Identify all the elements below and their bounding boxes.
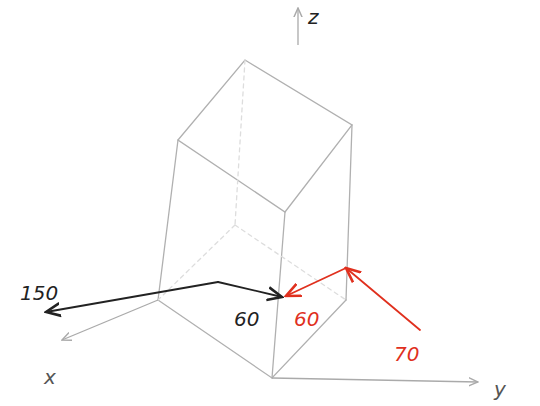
force-value: 60 bbox=[232, 308, 261, 330]
force-value: 70 bbox=[392, 343, 421, 365]
axes bbox=[62, 8, 478, 382]
force-value: 150 bbox=[18, 282, 60, 304]
cube bbox=[158, 60, 352, 378]
axis-label: y bbox=[492, 378, 508, 400]
force-value: 60 bbox=[292, 308, 321, 330]
axis-label: x bbox=[42, 366, 58, 388]
axis-label: z bbox=[306, 6, 321, 28]
red-force-arrow bbox=[286, 268, 420, 330]
